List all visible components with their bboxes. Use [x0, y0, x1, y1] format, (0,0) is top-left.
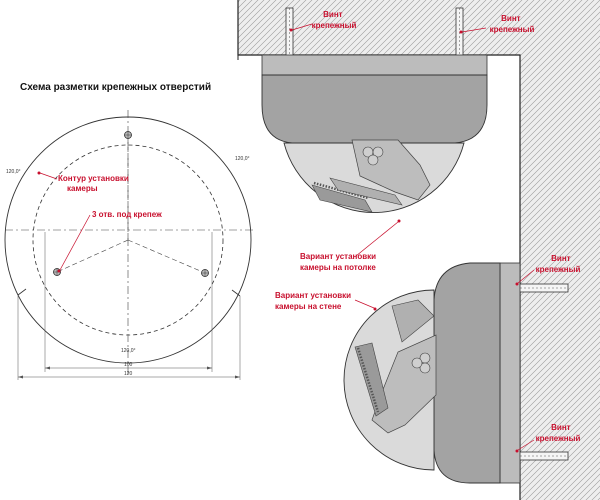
holes-label: 3 отв. под крепеж	[92, 210, 162, 219]
ceiling-mount: Винт крепежный Винт крепежный Вариант ус…	[237, 0, 600, 500]
angle-tick-left	[17, 288, 27, 296]
wall-camera-body	[433, 262, 501, 484]
wall-variant-leader	[354, 299, 375, 309]
wall-screw-label-bottom: Винт крепежный	[515, 423, 581, 453]
angle-tick-right	[231, 289, 241, 297]
ceiling-slab	[238, 0, 600, 55]
ceiling-camera-module	[311, 139, 431, 213]
svg-text:Винт крепежный: Винт крепежный	[490, 14, 535, 34]
ceiling-variant-leader	[355, 221, 399, 257]
svg-text:Винт крепежный: Винт крепежный	[312, 10, 357, 30]
camera-outline-leader	[39, 172, 58, 180]
holes-leader	[59, 214, 91, 271]
svg-text:Винт крепежный: Винт крепежный	[536, 254, 581, 274]
hole-right	[201, 269, 209, 277]
ceiling-screw-label-right: Винт крепежный	[459, 14, 535, 34]
angle-label-bottom: 120,0°	[121, 348, 136, 354]
camera-outline-label: Контур установки камеры	[58, 174, 131, 193]
ceiling-screw-label-left: Винт крепежный	[289, 10, 357, 32]
wall-camera-module	[354, 299, 437, 434]
ceiling-camera-body	[261, 74, 488, 144]
wall-screw-label-top: Винт крепежный	[515, 254, 581, 286]
dim-inner-width: 100	[124, 362, 133, 368]
wall-variant-label: Вариант установки камеры на стене	[275, 291, 353, 311]
angle-label-top-left: 120,0°	[6, 169, 21, 175]
svg-text:Винт крепежный: Винт крепежный	[536, 423, 581, 443]
radial-line-left	[56, 239, 129, 273]
angle-label-top-right: 120,0°	[235, 156, 250, 162]
marking-scheme: Схема разметки крепежных отверстий	[4, 82, 255, 380]
wall-slab	[520, 55, 600, 500]
wall-mount: Винт крепежный Винт крепежный Вариант ус…	[275, 254, 581, 484]
radial-line-right	[127, 239, 206, 274]
hole-top	[124, 131, 132, 139]
dim-outer-width: 120	[124, 371, 133, 377]
scheme-title: Схема разметки крепежных отверстий	[20, 82, 211, 93]
ceiling-variant-label: Вариант установки камеры на потолке	[300, 252, 378, 272]
ceiling-mount-plate	[261, 54, 488, 76]
